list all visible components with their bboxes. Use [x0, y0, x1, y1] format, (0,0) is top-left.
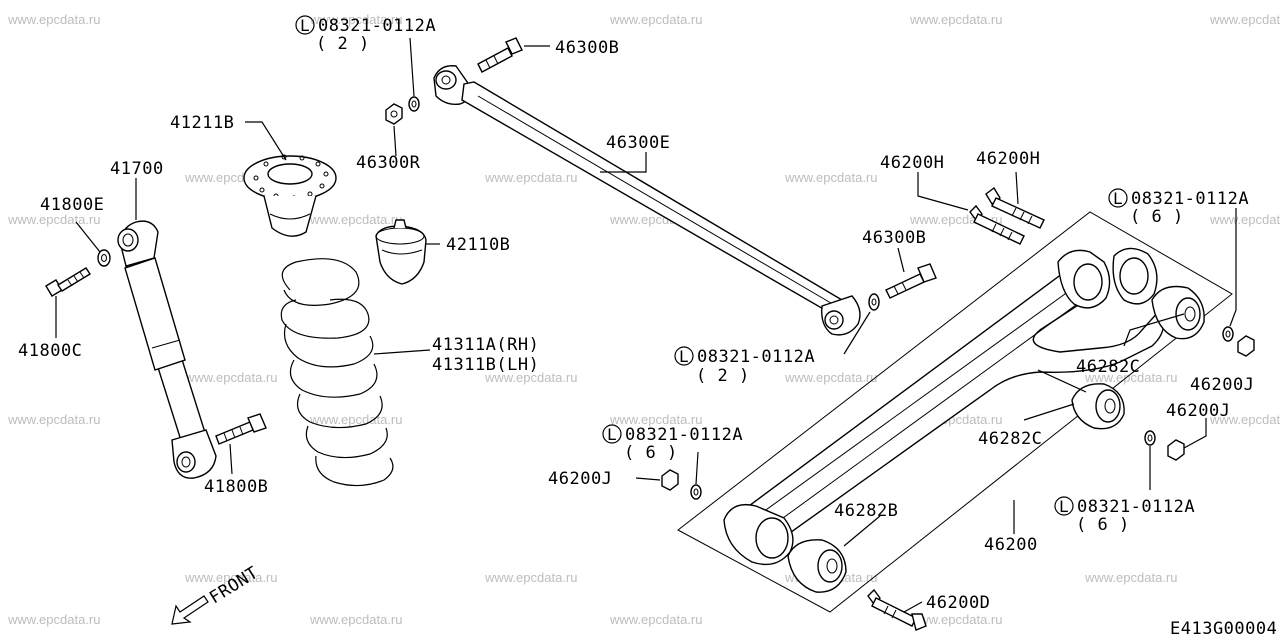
figure-code: E413G00004: [1170, 619, 1277, 639]
watermark-text: www.epcdata.ru: [784, 370, 878, 385]
watermark-text: www.epcdata.ru: [184, 570, 278, 585]
bolt-41800B: [215, 413, 267, 445]
leader-lines: [55, 37, 1237, 613]
bushing-46282C-top: [1112, 247, 1158, 305]
watermark-text: www.epcdata.ru: [184, 370, 278, 385]
label-46200H: 46200H: [880, 153, 944, 173]
watermark-text: www.epcdata.ru: [309, 212, 403, 227]
watermark-text: www.epcdata.ru: [1084, 370, 1178, 385]
l-symbol-icon: [602, 424, 622, 444]
label-08321-0112A: 08321-0112A: [1131, 189, 1249, 209]
watermark-text: www.epcdata.ru: [7, 412, 101, 427]
label-08321-0112A: 08321-0112A: [625, 425, 743, 445]
trailing-arm-46200: [677, 211, 1233, 613]
watermark-text: www.epcdata.ru: [309, 12, 403, 27]
watermark-text: www.epcdata.ru: [909, 612, 1003, 627]
l-symbol-icon: [674, 346, 694, 366]
label-41800C: 41800C: [18, 341, 82, 361]
watermarks: www.epcdata.ru www.epcdata.ru www.epcdat…: [7, 12, 1280, 627]
bolt-46200D: [867, 588, 927, 631]
label-qty: ( 6 ): [624, 443, 678, 463]
watermark-text: www.epcdata.ru: [309, 612, 403, 627]
label-41311A: 41311A(RH): [432, 335, 539, 355]
label-41211B: 41211B: [170, 113, 234, 133]
label-qty: ( 6 ): [1076, 515, 1130, 535]
watermark-text: www.epcdata.ru: [1209, 12, 1280, 27]
l-symbol-letter: L: [1113, 189, 1123, 208]
watermark-text: www.epcdata.ru: [609, 12, 703, 27]
label-46200: 46200: [984, 535, 1038, 555]
spring-seat-41211B: [243, 154, 337, 237]
l-symbol-letter: L: [300, 16, 310, 35]
label-qty: ( 6 ): [1130, 207, 1184, 227]
label-46282B: 46282B: [834, 501, 898, 521]
label-46200H: 46200H: [976, 149, 1040, 169]
watermark-text: www.epcdata.ru: [7, 612, 101, 627]
watermark-text: www.epcdata.ru: [309, 412, 403, 427]
part-labels: 08321-0112A ( 2 ) 46300B 46300R 46300E 4…: [18, 16, 1254, 613]
label-46200D: 46200D: [926, 593, 990, 613]
coil-spring: [280, 258, 394, 487]
label-08321-0112A: 08321-0112A: [1077, 497, 1195, 517]
l-symbol-letter: L: [1059, 497, 1069, 516]
watermark-text: www.epcdata.ru: [484, 170, 578, 185]
washer-41800E: [97, 249, 111, 267]
bolt-46300B-mid: [868, 263, 937, 311]
watermark-text: www.epcdata.ru: [909, 12, 1003, 27]
label-46300B: 46300B: [555, 38, 619, 58]
watermark-text: www.epcdata.ru: [609, 612, 703, 627]
label-46300B: 46300B: [862, 228, 926, 248]
label-46282C: 46282C: [1076, 357, 1140, 377]
bushing-46282B: [787, 539, 847, 593]
label-41800B: 41800B: [204, 477, 268, 497]
watermark-text: www.epcdata.ru: [784, 170, 878, 185]
watermark-text: www.epcdata.ru: [484, 370, 578, 385]
bolt-41800C: [45, 267, 91, 297]
nut-46300R: [385, 96, 420, 125]
watermark-text: www.epcdata.ru: [1209, 212, 1280, 227]
label-46300E: 46300E: [606, 133, 670, 153]
label-08321-0112A: 08321-0112A: [318, 16, 436, 36]
l-symbol-letter: L: [679, 347, 689, 366]
watermark-text: www.epcdata.ru: [1209, 412, 1280, 427]
label-41700: 41700: [110, 159, 164, 179]
nut-46200J-left: [661, 469, 702, 500]
label-46282C: 46282C: [978, 429, 1042, 449]
nut-46200J-right: [1222, 326, 1255, 357]
watermark-text: www.epcdata.ru: [609, 412, 703, 427]
watermark-text: www.epcdata.ru: [7, 12, 101, 27]
l-symbol-icon: [1054, 496, 1074, 516]
label-46200J: 46200J: [1166, 401, 1230, 421]
bushing-46282C-mid: [1071, 383, 1125, 430]
l-symbol-letter: L: [607, 425, 617, 444]
nut-46200J-mid: [1144, 430, 1185, 461]
l-symbol-icon: [295, 15, 315, 35]
bolt-46200H-1: [969, 204, 1025, 245]
label-qty: ( 2 ): [316, 34, 370, 54]
label-42110B: 42110B: [446, 235, 510, 255]
bushing-46282C-right: [1151, 285, 1205, 340]
label-46300R: 46300R: [356, 153, 421, 173]
bolt-46300B-top: [477, 37, 523, 73]
label-46200J: 46200J: [1190, 375, 1254, 395]
label-41311B: 41311B(LH): [432, 355, 539, 375]
front-arrow-icon: [171, 595, 209, 625]
label-08321-0112A: 08321-0112A: [697, 347, 815, 367]
shock-absorber: [117, 220, 217, 479]
label-41800E: 41800E: [40, 195, 104, 215]
circled-l-symbols: L L L L L: [295, 15, 1128, 516]
lateral-rod-46300E: [433, 65, 861, 336]
l-symbol-icon: [1108, 188, 1128, 208]
watermark-text: www.epcdata.ru: [1084, 570, 1178, 585]
label-46200J: 46200J: [548, 469, 612, 489]
bump-stop-42110B: [375, 219, 427, 285]
watermark-text: www.epcdata.ru: [484, 570, 578, 585]
label-qty: ( 2 ): [696, 366, 750, 386]
bolt-46200H-2: [985, 186, 1045, 229]
